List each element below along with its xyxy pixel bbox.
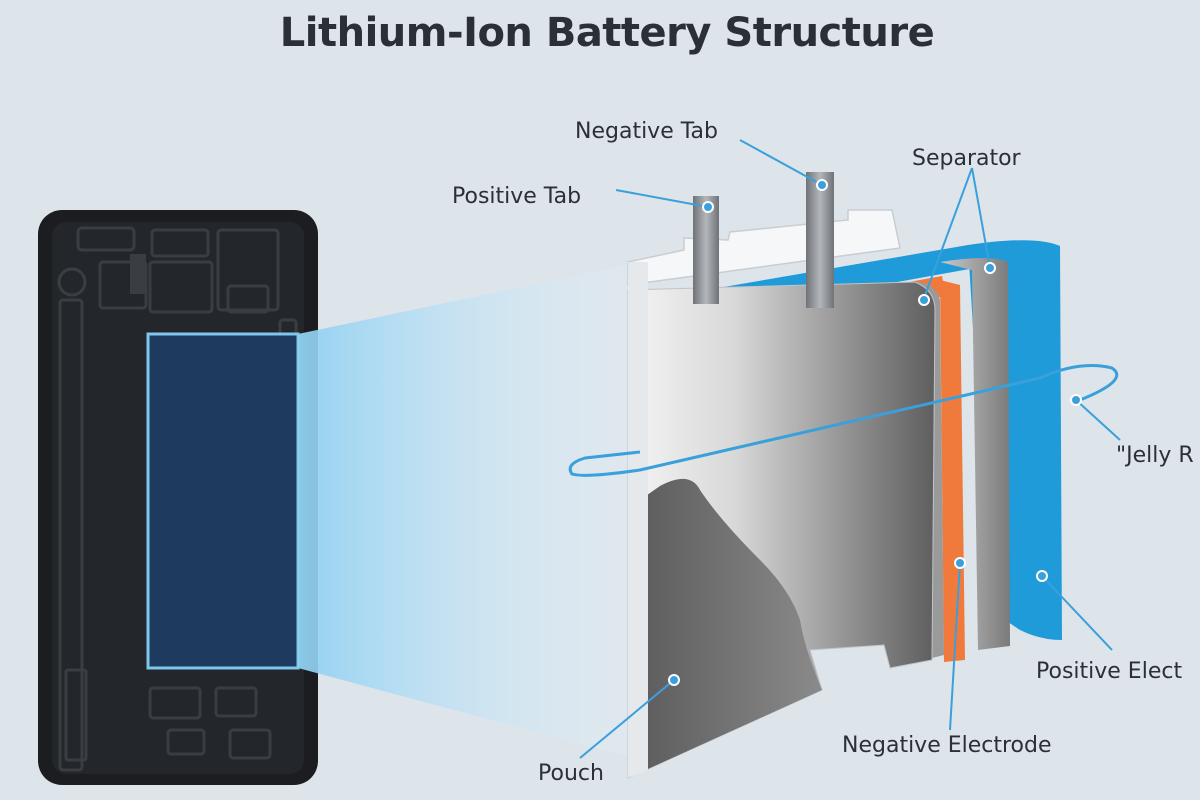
negative-electrode [940,280,965,662]
phone-battery [146,332,300,670]
battery-cell [568,172,1119,779]
label-negative-electrode: Negative Electrode [842,733,1052,758]
callout-dots [668,179,1082,686]
label-jelly-roll: "Jelly R [1116,443,1194,468]
phone-connector [130,254,146,294]
separator-outer [940,258,1010,650]
label-positive-tab: Positive Tab [452,184,581,209]
label-pouch: Pouch [538,761,604,786]
positive-tab [693,196,719,304]
jelly-roll-loop [568,364,1119,477]
pouch-cutaway [628,478,822,778]
phone-illustration [38,210,318,785]
callout-lines [579,139,1121,759]
negative-tab [806,172,834,308]
label-separator: Separator [912,146,1022,171]
projection-beam [298,262,640,760]
label-positive-electrode: Positive Elect [1036,659,1182,684]
diagram-title: Lithium-Ion Battery Structure [279,10,935,56]
label-negative-tab: Negative Tab [575,119,718,144]
pouch-edge [628,262,648,778]
